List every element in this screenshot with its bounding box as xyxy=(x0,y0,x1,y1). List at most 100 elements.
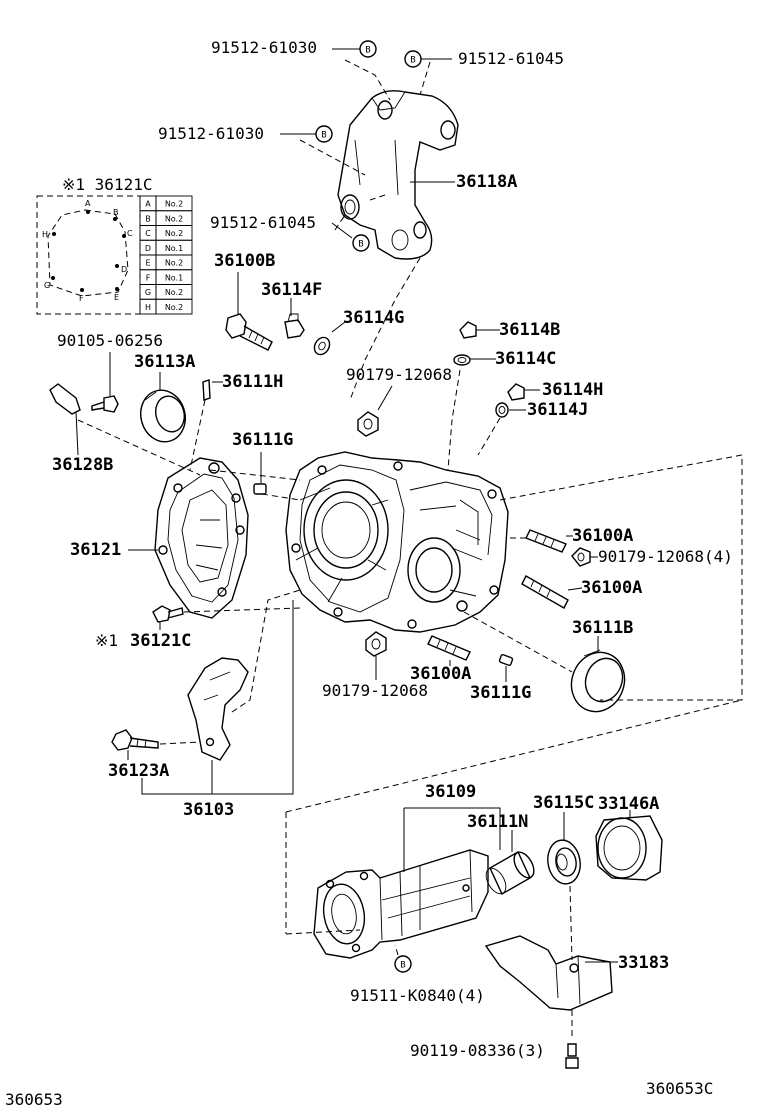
figure-code-left: 360653 xyxy=(5,1090,63,1109)
stud-36100a-lower[interactable] xyxy=(427,635,471,661)
inset-point-d: D xyxy=(121,265,127,274)
mark-symbol-1: ※1 xyxy=(95,631,118,650)
callout-91511-k0840[interactable]: 91511-K0840(4) xyxy=(350,986,485,1005)
inset-point-c: C xyxy=(127,229,133,238)
callout-90119-08336[interactable]: 90119-08336(3) xyxy=(410,1041,545,1060)
bracket-36103[interactable] xyxy=(187,657,249,761)
transfer-case-36103[interactable] xyxy=(285,451,509,633)
inset-point-h: H xyxy=(42,230,48,239)
inset-table-value: No.2 xyxy=(165,288,183,297)
callout-90179-12068-mid[interactable]: 90179-12068 xyxy=(346,365,452,384)
dust-seal-33146a[interactable] xyxy=(595,815,663,881)
inset-point-g: G xyxy=(44,281,50,290)
callout-36100b[interactable]: 36100B xyxy=(214,251,275,271)
callout-36114h[interactable]: 36114H xyxy=(542,380,603,400)
callout-36121[interactable]: 36121 xyxy=(70,540,121,560)
plug-36114h[interactable] xyxy=(507,383,525,401)
callout-36114c[interactable]: 36114C xyxy=(495,349,556,369)
inset-table-value: No.2 xyxy=(165,259,183,268)
plug-36114b[interactable] xyxy=(459,321,477,339)
inset-table-key: E xyxy=(145,259,150,268)
stud-36100a-upper[interactable] xyxy=(525,529,567,553)
callout-36128b[interactable]: 36128B xyxy=(52,455,113,475)
callout-91512-61045-top[interactable]: 91512-61045 xyxy=(458,49,564,68)
nut-90179-bottom[interactable] xyxy=(365,631,387,657)
gasket-36114g[interactable] xyxy=(311,335,332,358)
pin-36111g-top[interactable] xyxy=(253,483,267,495)
bracket-36118a[interactable] xyxy=(337,90,459,260)
callout-36111g-bottom[interactable]: 36111G xyxy=(470,683,531,703)
inset-table-key: A xyxy=(145,200,151,209)
inset-point-e: E xyxy=(114,293,119,302)
pin-36111g-bottom[interactable] xyxy=(498,654,514,666)
bolt-90119-08336[interactable] xyxy=(565,1043,579,1069)
callout-36113a[interactable]: 36113A xyxy=(134,352,195,372)
inset-table-value-cell xyxy=(155,298,193,315)
cover-36121[interactable] xyxy=(154,457,249,619)
callout-91512-61045-lower[interactable]: 91512-61045 xyxy=(210,213,316,232)
callout-36100a-middle[interactable]: 36100A xyxy=(581,578,642,598)
callout-36111h[interactable]: 36111H xyxy=(222,372,283,392)
inset-table-key: H xyxy=(145,303,151,312)
plug-36114f[interactable] xyxy=(284,313,305,339)
inset-table-key: B xyxy=(145,214,151,223)
gasket-36114c[interactable] xyxy=(453,354,471,366)
extension-housing-36109[interactable] xyxy=(313,849,489,959)
bolt-90105-06256[interactable] xyxy=(91,395,119,413)
callout-36115c[interactable]: 36115C xyxy=(533,793,594,813)
callout-90179-12068-4[interactable]: 90179-12068(4) xyxy=(598,547,733,566)
callout-36100a-lower[interactable]: 36100A xyxy=(410,664,471,684)
callout-90105-06256[interactable]: 90105-06256 xyxy=(57,331,163,350)
inset-title: ※1 36121C xyxy=(62,175,152,194)
bolt-36100b[interactable] xyxy=(225,313,273,351)
callout-36114g[interactable]: 36114G xyxy=(343,308,404,328)
support-33183[interactable] xyxy=(484,935,613,1011)
bolt-36121c[interactable] xyxy=(152,605,184,623)
callout-36111n[interactable]: 36111N xyxy=(467,812,528,832)
callout-36118a[interactable]: 36118A xyxy=(456,172,517,192)
callout-91512-61030-top[interactable]: 91512-61030 xyxy=(211,38,317,57)
callout-36103[interactable]: 36103 xyxy=(183,800,234,820)
gasket-36114j[interactable] xyxy=(495,402,509,418)
bearing-36115c[interactable] xyxy=(544,838,583,887)
nut-90179-right[interactable] xyxy=(571,547,591,567)
bracket-36128b[interactable] xyxy=(49,383,81,415)
b-mark: B xyxy=(400,961,405,971)
callout-36114b[interactable]: 36114B xyxy=(499,320,560,340)
inset-table-key: C xyxy=(145,229,151,238)
inset-table-value: No.2 xyxy=(165,303,183,312)
callout-36114f[interactable]: 36114F xyxy=(261,280,322,300)
seal-36111b[interactable] xyxy=(563,645,632,719)
inset-table-key: G xyxy=(145,288,151,297)
bolt-36123a[interactable] xyxy=(111,729,159,751)
callout-36109[interactable]: 36109 xyxy=(425,782,476,802)
pin-36111h[interactable] xyxy=(202,379,211,401)
callout-36114j[interactable]: 36114J xyxy=(527,400,588,420)
inset-table-key: D xyxy=(145,244,151,253)
stud-36100a-middle[interactable] xyxy=(521,575,569,609)
figure-code-right: 360653C xyxy=(646,1079,713,1098)
bushing-36111n[interactable] xyxy=(482,849,538,897)
inset-table-key: F xyxy=(146,273,151,282)
inset-table-value: No.1 xyxy=(165,273,183,282)
callout-90179-12068-bottom[interactable]: 90179-12068 xyxy=(322,681,428,700)
b-mark: B xyxy=(321,131,326,141)
callout-36111b[interactable]: 36111B xyxy=(572,618,633,638)
inset-point-a: A xyxy=(85,199,91,208)
callout-33183[interactable]: 33183 xyxy=(618,953,669,973)
callout-36121c[interactable]: 36121C xyxy=(130,631,191,651)
b-mark: B xyxy=(358,240,363,250)
nut-90179-mid[interactable] xyxy=(357,411,379,437)
callout-36111g-top[interactable]: 36111G xyxy=(232,430,293,450)
b-mark: B xyxy=(365,46,370,56)
callout-33146a[interactable]: 33146A xyxy=(598,794,659,814)
inset-table-value: No.2 xyxy=(165,229,183,238)
callout-91512-61030-mid[interactable]: 91512-61030 xyxy=(158,124,264,143)
seal-36113a[interactable] xyxy=(135,385,191,447)
callout-36100a-upper[interactable]: 36100A xyxy=(572,526,633,546)
inset-table-value: No.2 xyxy=(165,200,183,209)
callout-36123a[interactable]: 36123A xyxy=(108,761,169,781)
